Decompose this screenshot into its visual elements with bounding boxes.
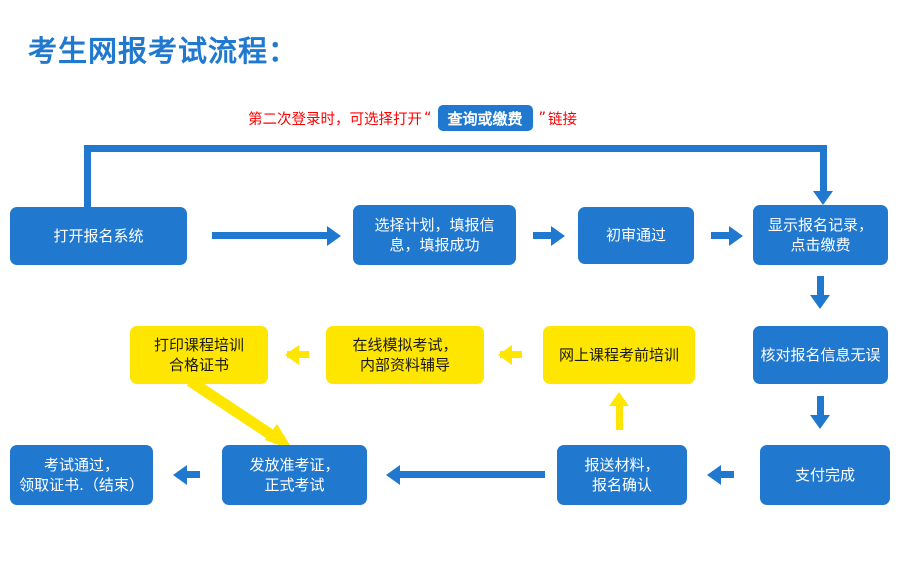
node-open-system[interactable]: 打开报名系统 [10, 207, 187, 265]
node-select-plan[interactable]: 选择计划，填报信 息，填报成功 [353, 205, 516, 265]
arrow-shaft [400, 471, 545, 478]
arrow-shaft [178, 471, 200, 478]
arrowhead-down-icon [810, 415, 830, 429]
arrowhead-right-icon [327, 226, 341, 246]
node-mock-exam[interactable]: 在线模拟考试， 内部资料辅导 [326, 326, 484, 384]
arrow-shaft [817, 396, 824, 418]
node-verify-info[interactable]: 核对报名信息无误 [753, 326, 888, 384]
diagonal-arrow-shaft [186, 376, 283, 445]
arrow-shaft [711, 232, 731, 239]
arrowhead-right-icon [551, 226, 565, 246]
annotation-suffix: 链接 [548, 111, 578, 128]
node-exam-passed-label: 考试通过， 领取证书.（结束） [19, 455, 144, 494]
node-submit-materials-label: 报送材料， 报名确认 [584, 455, 660, 494]
node-open-system-label: 打开报名系统 [53, 226, 144, 245]
loopback-right-segment [820, 145, 827, 193]
loopback-left-segment [84, 145, 91, 207]
arrow-shaft [817, 276, 824, 298]
diagonal-arrowhead-icon [265, 424, 293, 450]
arrow-shaft [616, 404, 623, 430]
annotation-close-quote: ” [538, 110, 547, 126]
annotation-prefix: 第二次登录时，可选择打开 [248, 111, 422, 128]
node-online-training[interactable]: 网上课程考前培训 [543, 326, 695, 384]
arrowhead-right-icon [729, 226, 743, 246]
node-print-certificate[interactable]: 打印课程培训 合格证书 [130, 326, 268, 384]
node-show-record[interactable]: 显示报名记录， 点击缴费 [753, 205, 888, 265]
loopback-arrowhead-down-icon [813, 191, 833, 205]
node-mock-exam-label: 在线模拟考试， 内部资料辅导 [352, 335, 458, 374]
node-payment-done[interactable]: 支付完成 [760, 445, 890, 505]
node-show-record-label: 显示报名记录， 点击缴费 [767, 215, 873, 254]
node-verify-info-label: 核对报名信息无误 [760, 345, 881, 364]
node-issue-admit-card-label: 发放准考证， 正式考试 [249, 455, 340, 494]
arrowhead-left-icon [285, 345, 299, 365]
arrow-shaft [712, 471, 734, 478]
annotation-open-quote: “ [424, 110, 432, 126]
query-or-pay-pill[interactable]: 查询或缴费 [437, 105, 533, 131]
arrowhead-down-icon [810, 295, 830, 309]
node-online-training-label: 网上课程考前培训 [558, 345, 679, 364]
arrowhead-left-icon [386, 465, 400, 485]
arrow-shaft [212, 232, 328, 239]
loopback-top-segment [84, 145, 827, 152]
arrowhead-up-icon [609, 392, 629, 406]
arrowhead-left-icon [498, 345, 512, 365]
connector-print-certificate-to-issue-admit-card [186, 376, 293, 450]
arrowhead-left-icon [173, 465, 187, 485]
annotation-note: 第二次登录时，可选择打开 “ 查询或缴费 ” 链接 [248, 105, 578, 131]
page-title: 考生网报考试流程： [28, 34, 299, 68]
node-exam-passed[interactable]: 考试通过， 领取证书.（结束） [10, 445, 153, 505]
arrowhead-left-icon [707, 465, 721, 485]
node-payment-done-label: 支付完成 [794, 465, 855, 484]
arrow-shaft [533, 232, 553, 239]
node-print-certificate-label: 打印课程培训 合格证书 [153, 335, 244, 374]
node-submit-materials[interactable]: 报送材料， 报名确认 [557, 445, 687, 505]
node-first-review[interactable]: 初审通过 [578, 207, 694, 264]
node-first-review-label: 初审通过 [605, 226, 666, 245]
node-select-plan-label: 选择计划，填报信 息，填报成功 [374, 215, 495, 254]
node-issue-admit-card[interactable]: 发放准考证， 正式考试 [222, 445, 367, 505]
